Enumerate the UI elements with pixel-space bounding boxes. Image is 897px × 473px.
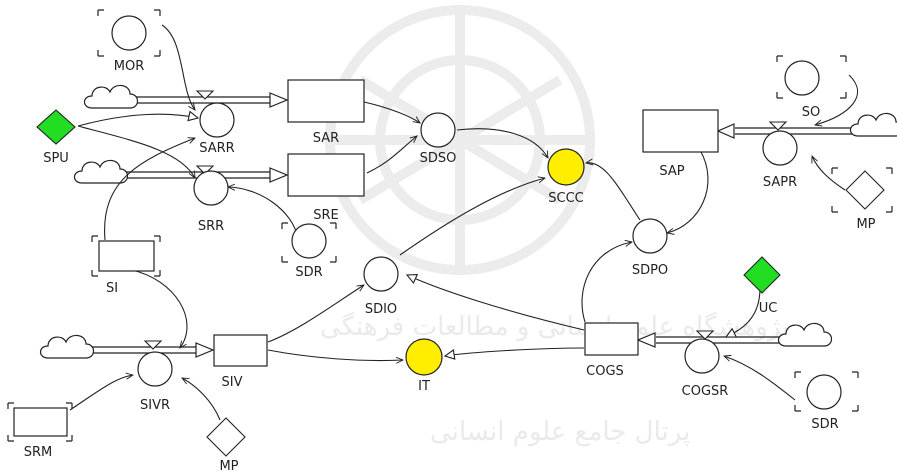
bracket-corner-icon: [776, 55, 847, 99]
node-sap[interactable]: SAP: [642, 109, 719, 179]
cloud-icon: [83, 84, 139, 109]
node-label: SDSO: [420, 151, 457, 166]
node-sdio[interactable]: SDIO: [363, 256, 399, 317]
node-sdpo[interactable]: SDPO: [632, 218, 668, 278]
cloud-icon: [39, 334, 95, 359]
node-sar[interactable]: SAR: [287, 79, 365, 146]
node-sdr-top[interactable]: SDR: [281, 222, 337, 280]
node-label: MOR: [114, 59, 144, 74]
bracket-corner-icon: [281, 222, 337, 263]
node-label: SO: [802, 105, 820, 120]
node-label: SPU: [43, 151, 69, 166]
node-srr[interactable]: SRR: [193, 170, 229, 234]
node-sivr[interactable]: SIVR: [137, 351, 173, 413]
node-spu[interactable]: SPU: [36, 109, 76, 166]
node-label: SDPO: [632, 263, 668, 278]
bracket-corner-icon: [97, 9, 161, 57]
node-label: COGS: [586, 364, 624, 379]
node-label: SRM: [24, 445, 53, 460]
node-label: SDR: [295, 265, 322, 280]
bracket-corner-icon: [91, 235, 161, 277]
node-cogs[interactable]: COGS: [584, 322, 639, 379]
node-uc[interactable]: UC: [743, 256, 781, 316]
node-siv[interactable]: SIV: [213, 334, 268, 390]
node-it[interactable]: IT: [405, 338, 443, 394]
node-label: IT: [418, 379, 430, 394]
node-label: SDIO: [365, 302, 397, 317]
node-label: SCCC: [548, 191, 583, 206]
node-label: SI: [106, 281, 118, 296]
node-srm[interactable]: SRM: [7, 402, 73, 460]
bracket-corner-icon: [7, 402, 73, 442]
node-label: SRE: [313, 208, 339, 223]
node-label: SIV: [222, 375, 243, 390]
node-label: SDR: [811, 417, 838, 432]
node-mor[interactable]: MOR: [97, 9, 161, 74]
node-mp-bottom[interactable]: MP: [206, 417, 246, 473]
connectors: [69, 24, 859, 421]
node-si[interactable]: SI: [91, 235, 161, 296]
node-sre[interactable]: SRE: [287, 153, 365, 223]
node-label: SAPR: [763, 175, 797, 190]
valve-icon: [195, 165, 215, 175]
cloud-icon: [849, 112, 897, 137]
node-label: SRR: [198, 219, 224, 234]
valve-icon: [695, 330, 715, 340]
node-label: SAP: [659, 164, 684, 179]
node-label: MP: [219, 459, 238, 473]
node-label: SIVR: [140, 398, 170, 413]
node-sapr[interactable]: SAPR: [762, 130, 798, 190]
bracket-corner-icon: [794, 371, 859, 412]
node-sarr[interactable]: SARR: [199, 102, 235, 156]
valve-icon: [768, 121, 788, 131]
node-sdso[interactable]: SDSO: [420, 112, 457, 166]
node-label: SARR: [199, 141, 234, 156]
node-label: MP: [856, 217, 875, 232]
node-label: UC: [759, 301, 778, 316]
node-so[interactable]: SO: [776, 55, 847, 120]
node-label: COGSR: [682, 384, 729, 399]
node-cogsr[interactable]: COGSR: [682, 338, 729, 399]
watermark: پژوهشگاه علوم انسانی و مطالعات فرهنگی پر…: [320, 5, 789, 447]
cloud-icon: [73, 159, 129, 184]
node-sdr-bottom[interactable]: SDR: [794, 371, 859, 432]
valve-icon: [143, 340, 163, 350]
node-mp-right[interactable]: MP: [831, 167, 893, 232]
bracket-corner-icon: [831, 167, 893, 213]
node-sccc[interactable]: SCCC: [547, 148, 585, 206]
valve-icons: [143, 90, 788, 350]
node-label: SAR: [313, 131, 339, 146]
watermark-text-line2: پرتال جامع علوم انسانی: [430, 417, 690, 447]
valve-icon: [195, 90, 215, 100]
